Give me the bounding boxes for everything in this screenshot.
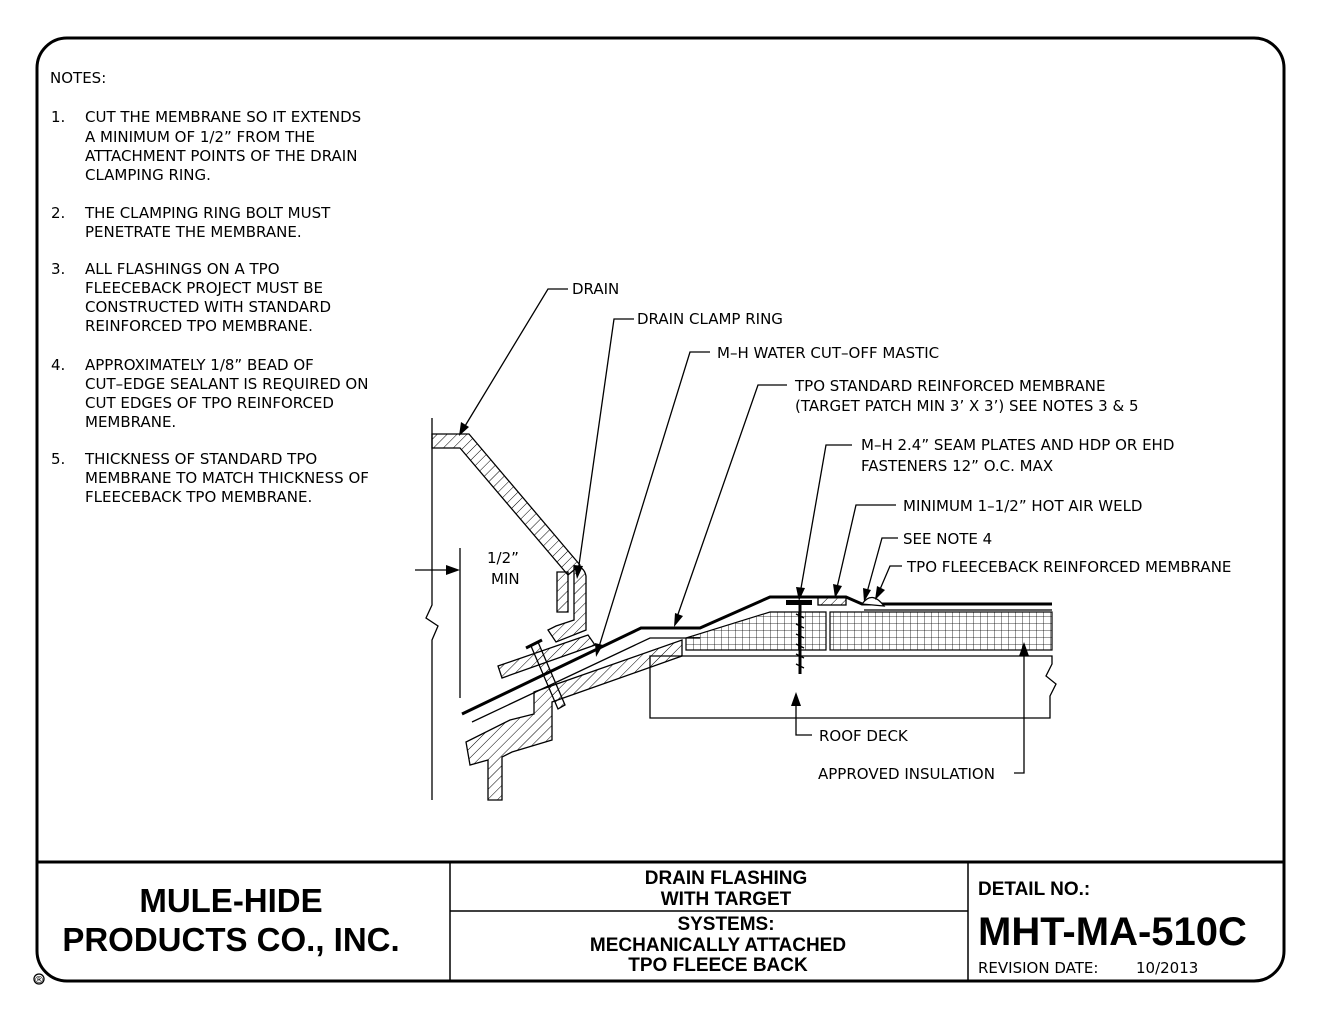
arrowhead-roof-deck: [791, 692, 801, 706]
note-4-number: 4.: [51, 356, 65, 374]
systems-line-2: MECHANICALLY ATTACHED: [590, 935, 846, 956]
leader-insulation: [1014, 648, 1025, 774]
note-3-line-2: FLEECEBACK PROJECT MUST BE: [85, 279, 323, 297]
notes-block: NOTES: 1. CUT THE MEMBRANE SO IT EXTENDS…: [50, 69, 369, 506]
arrowhead-insulation: [1019, 642, 1029, 656]
callout-clamp-ring: DRAIN CLAMP RING: [637, 310, 783, 328]
detail-number-label: DETAIL NO.:: [978, 879, 1090, 900]
leader-weld: [835, 504, 896, 593]
arrowhead-mastic: [595, 643, 603, 657]
note-3-number: 3.: [51, 260, 65, 278]
note-2-line-1: THE CLAMPING RING BOLT MUST: [84, 204, 331, 222]
callout-tpo-standard-2: (TARGET PATCH MIN 3’ X 3’) SEE NOTES 3 &…: [795, 397, 1138, 415]
note-1-line-3: ATTACHMENT POINTS OF THE DRAIN: [85, 147, 357, 165]
leader-see-note: [865, 537, 898, 597]
registered-mark: ®: [34, 975, 44, 986]
note-5-line-1: THICKNESS OF STANDARD TPO: [84, 450, 317, 468]
detail-number: MHT-MA-510C: [978, 910, 1247, 954]
arrowhead-fleeceback: [875, 586, 885, 600]
note-5-line-3: FLEECEBACK TPO MEMBRANE.: [85, 488, 312, 506]
note-3-line-3: CONSTRUCTED WITH STANDARD: [85, 298, 331, 316]
dimension-label-2: MIN: [491, 570, 520, 588]
note-3-line-4: REINFORCED TPO MEMBRANE.: [85, 317, 313, 335]
systems-line-3: TPO FLEECE BACK: [628, 955, 808, 976]
callout-insulation: APPROVED INSULATION: [818, 765, 995, 783]
note-4-line-1: APPROXIMATELY 1/8” BEAD OF: [85, 356, 314, 374]
company-name-line-1: MULE-HIDE: [139, 882, 322, 919]
note-4-line-2: CUT–EDGE SEALANT IS REQUIRED ON: [85, 375, 368, 393]
arrowhead-drain: [459, 422, 469, 436]
notes-heading: NOTES:: [50, 69, 106, 87]
arrowhead-weld: [833, 584, 842, 598]
drain-body-upper: [556, 571, 569, 613]
note-3-line-1: ALL FLASHINGS ON A TPO: [85, 260, 280, 278]
note-1-line-1: CUT THE MEMBRANE SO IT EXTENDS: [85, 108, 361, 126]
leader-roof-deck: [795, 700, 812, 736]
leader-drain: [461, 288, 568, 432]
callout-tpo-standard-1: TPO STANDARD REINFORCED MEMBRANE: [794, 377, 1105, 395]
leader-seam-plates: [799, 444, 852, 595]
sheet-border: [35, 36, 1286, 983]
hot-air-weld: [817, 596, 847, 606]
callout-fleeceback: TPO FLEECEBACK REINFORCED MEMBRANE: [906, 558, 1231, 576]
note-1-line-4: CLAMPING RING.: [85, 166, 211, 184]
drain-body-flange: [497, 634, 597, 679]
title-block: MULE-HIDE PRODUCTS CO., INC. ® DRAIN FLA…: [33, 860, 1284, 986]
callout-weld: MINIMUM 1–1/2” HOT AIR WELD: [903, 497, 1142, 515]
note-2-number: 2.: [51, 204, 65, 222]
note-1-line-2: A MINIMUM OF 1/2” FROM THE: [85, 128, 315, 146]
callout-seam-plates-2: FASTENERS 12” O.C. MAX: [861, 457, 1053, 475]
bolt-head: [525, 638, 543, 650]
membrane-under-layer: [471, 637, 700, 723]
arrowhead-clamp-ring: [574, 565, 583, 579]
drain-bowl-edge-line: [425, 418, 439, 800]
fastener-thread: [795, 613, 805, 669]
arrowhead-tpo-standard: [674, 613, 683, 627]
revision-date-value: 10/2013: [1136, 959, 1198, 977]
revision-date-label: REVISION DATE:: [978, 959, 1098, 977]
leader-clamp-ring: [577, 318, 634, 573]
registered-mark-circle: [33, 973, 45, 985]
arrowhead-see-note: [863, 588, 871, 602]
roof-deck: [649, 655, 1057, 719]
callout-mastic: M–H WATER CUT–OFF MASTIC: [717, 344, 939, 362]
dimension-label-1: 1/2”: [487, 549, 519, 567]
seam-plate: [786, 600, 812, 605]
callout-roof-deck: ROOF DECK: [819, 727, 909, 745]
callout-drain: DRAIN: [572, 280, 619, 298]
leader-mastic: [597, 351, 710, 651]
drawing-title-line-1: DRAIN FLASHING: [645, 868, 808, 889]
leader-fleeceback: [877, 565, 902, 595]
insulation-board: [829, 611, 1053, 651]
drain-detail-drawing: 1/2” MIN: [415, 280, 1231, 801]
insulation-tapered: [685, 611, 827, 651]
drawing-title-line-2: WITH TARGET: [661, 889, 792, 910]
note-1-number: 1.: [51, 108, 65, 126]
arrowhead-seam-plates: [796, 587, 805, 601]
leader-tpo-standard: [675, 384, 787, 621]
note-4-line-4: MEMBRANE.: [85, 413, 176, 431]
note-5-line-2: MEMBRANE TO MATCH THICKNESS OF: [85, 469, 369, 487]
callout-seam-plates-1: M–H 2.4” SEAM PLATES AND HDP OR EHD: [861, 436, 1174, 454]
note-4-line-3: CUT EDGES OF TPO REINFORCED: [85, 394, 334, 412]
systems-line-1: SYSTEMS:: [677, 914, 774, 935]
note-2-line-2: PENETRATE THE MEMBRANE.: [85, 223, 302, 241]
dimension-arrow: [446, 565, 460, 575]
note-5-number: 5.: [51, 450, 65, 468]
company-name-line-2: PRODUCTS CO., INC.: [62, 921, 399, 958]
callout-see-note: SEE NOTE 4: [903, 530, 992, 548]
